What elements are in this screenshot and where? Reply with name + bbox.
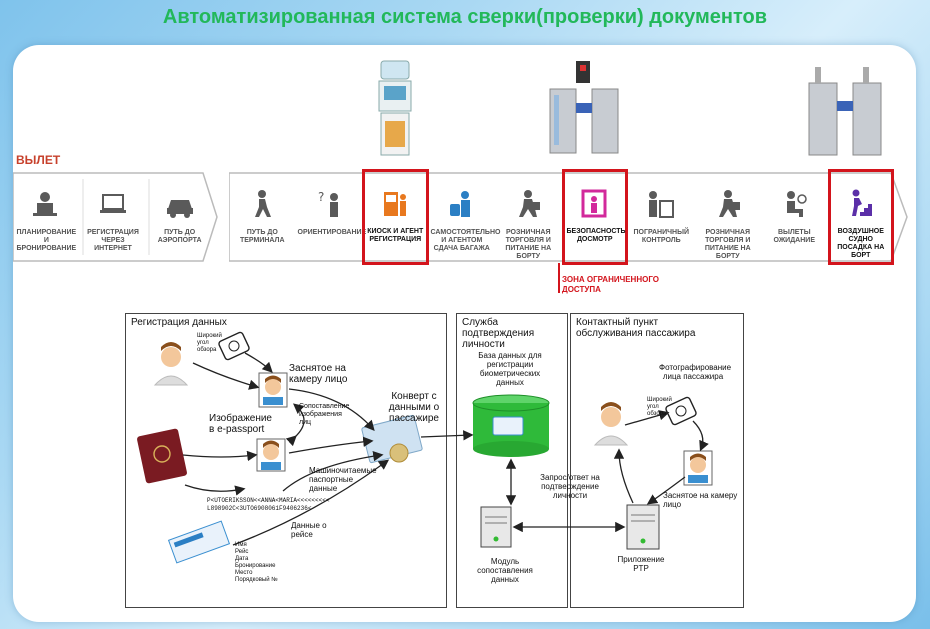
boarding-stairs-icon xyxy=(844,188,878,223)
passenger-avatar-1 xyxy=(149,339,191,386)
step-walking-person: ПУТЬ ДО ТЕРМИНАЛА xyxy=(229,173,296,261)
passenger-avatar-2 xyxy=(593,402,629,446)
machine-readable-label: Машиночитаемые паспортные данные xyxy=(309,466,377,493)
passport-face xyxy=(256,438,286,472)
matching-module-label: Модуль сопоставления данных xyxy=(477,557,533,584)
passport-image-label: Изображение в e-passport xyxy=(209,413,272,435)
person-at-desk-icon xyxy=(29,189,63,224)
contact-title: Контактный пункт обслуживания пассажира xyxy=(576,317,696,339)
mrz-line-2: L898902C<3UTO6908061F9406236< xyxy=(207,505,312,512)
request-label: Запрос/ответ на подтверждение личности xyxy=(540,473,600,500)
photo-passenger-label: Фотографирование лица пассажира xyxy=(659,363,732,381)
kiosk-photo xyxy=(378,60,412,156)
step-label: РОЗНИЧНАЯ ТОРГОВЛЯ И ПИТАНИЕ НА БОРТУ xyxy=(505,229,552,260)
steps-left-bg xyxy=(13,172,218,262)
diagram-graphics xyxy=(137,331,713,564)
database-label: База данных для регистрации биометрическ… xyxy=(478,351,542,387)
step-label: САМОСТОЯТЕЛЬНО И АГЕНТОМ СДАЧА БАГАЖА xyxy=(430,229,501,252)
step-person-at-desk: ПЛАНИРОВАНИЕ И БРОНИРОВАНИЕ xyxy=(13,173,80,261)
step-boarding-stairs: ВОЗДУШНОЕ СУДНО ПОСАДКА НА БОРТ xyxy=(827,169,894,265)
envelope-label: Конверт с данными о пассажире xyxy=(388,391,440,424)
slide-card: ВЫЛЕТ ПЛАНИРОВАНИЕ И БРОНИРОВАНИЕ РЕГИСТР… xyxy=(13,45,916,622)
step-kiosk: КИОСК И АГЕНТ РЕГИСТРАЦИЯ xyxy=(362,169,429,265)
step-question-person: ? ОРИЕНТИРОВАНИЕ xyxy=(296,173,367,261)
registration-title: Регистрация данных xyxy=(131,317,227,328)
step-label: КИОСК И АГЕНТ РЕГИСТРАЦИЯ xyxy=(367,228,424,243)
contact-panel xyxy=(570,313,744,608)
mrz-line-1: P<UTOERIKSSON<<ANNA<MARIA<<<<<<<<< xyxy=(207,497,330,504)
step-baggage: САМОСТОЯТЕЛЬНО И АГЕНТОМ СДАЧА БАГАЖА xyxy=(429,173,501,261)
passenger-envelope xyxy=(361,414,423,464)
flight-data-label: Данные о рейсе xyxy=(291,521,327,539)
shopping-icon xyxy=(711,189,745,224)
page-title: Автоматизированная система сверки(провер… xyxy=(162,6,768,28)
steps-left: ПЛАНИРОВАНИЕ И БРОНИРОВАНИЕ РЕГИСТРАЦИЯ Ч… xyxy=(13,173,213,261)
step-label: ОРИЕНТИРОВАНИЕ xyxy=(297,229,367,236)
ticket-field: Рейс xyxy=(235,549,249,555)
restricted-zone-label: ЗОНА ОГРАНИЧЕННОГО ДОСТУПА xyxy=(562,275,659,294)
captured-face-1 xyxy=(258,372,288,408)
camera-icon-1 xyxy=(218,331,250,361)
step-label: БЕЗОПАСНОСТЬ ДОСМОТР xyxy=(566,228,626,243)
kiosk-icon xyxy=(378,188,412,223)
photo-face-label-2: Заснятое на камеру лицо xyxy=(663,491,738,509)
step-label: ВЫЛЕТЫ ОЖИДАНИЕ xyxy=(773,229,815,244)
ticket-field: Имя xyxy=(235,542,247,548)
step-label: РЕГИСТРАЦИЯ ЧЕРЕЗ ИНТЕРНЕТ xyxy=(87,229,139,252)
ticket-field: Порядковый № xyxy=(235,577,278,583)
step-waiting-seat: ВЫЛЕТЫ ОЖИДАНИЕ xyxy=(761,173,828,261)
step-border-control: ПОГРАНИЧНЫЙ КОНТРОЛЬ xyxy=(628,173,695,261)
svg-text:?: ? xyxy=(318,190,324,204)
security-gate-icon xyxy=(578,188,612,223)
question-person-icon: ? xyxy=(312,189,346,224)
step-label: ПУТЬ ДО АЭРОПОРТА xyxy=(157,229,202,244)
captured-face-2 xyxy=(683,450,713,486)
laptop-icon xyxy=(96,189,130,224)
waiting-seat-icon xyxy=(777,189,811,224)
shopping-icon xyxy=(511,189,545,224)
departure-label: ВЫЛЕТ xyxy=(16,153,61,167)
passport-icon xyxy=(137,428,187,484)
photo-face-label: Заснятое на камеру лицо xyxy=(289,363,348,385)
steps-right-bg xyxy=(229,172,908,262)
boarding-pass xyxy=(167,520,231,564)
step-label: ПОГРАНИЧНЫЙ КОНТРОЛЬ xyxy=(633,229,690,244)
ticket-field: Место xyxy=(235,570,253,576)
step-label: РОЗНИЧНАЯ ТОРГОВЛЯ И ПИТАНИЕ НА БОРТУ xyxy=(704,229,751,260)
matching-server xyxy=(480,506,512,548)
car-icon xyxy=(163,189,197,224)
identity-title: Служба подтверждения личности xyxy=(462,317,535,350)
border-control-icon xyxy=(644,189,678,224)
step-shopping: РОЗНИЧНАЯ ТОРГОВЛЯ И ПИТАНИЕ НА БОРТУ xyxy=(495,173,562,261)
ptp-server xyxy=(626,504,660,550)
ticket-field: Дата xyxy=(235,556,249,562)
ptp-app-label: Приложение PTP xyxy=(617,555,665,573)
security-gate-photo xyxy=(549,61,619,154)
ticket-field: Бронирование xyxy=(235,563,276,569)
step-security-gate: БЕЗОПАСНОСТЬ ДОСМОТР xyxy=(561,169,628,265)
step-laptop: РЕГИСТРАЦИЯ ЧЕРЕЗ ИНТЕРНЕТ xyxy=(80,173,147,261)
step-car: ПУТЬ ДО АЭРОПОРТА xyxy=(146,173,213,261)
baggage-icon xyxy=(445,189,479,224)
step-shopping: РОЗНИЧНАЯ ТОРГОВЛЯ И ПИТАНИЕ НА БОРТУ xyxy=(695,173,762,261)
wide-angle-label-1: Широкий угол обзора xyxy=(197,333,222,353)
biometric-database xyxy=(472,394,550,457)
compare-faces-label: Сопоставление изображения лиц xyxy=(299,403,350,426)
walking-person-icon xyxy=(245,189,279,224)
boarding-gate-photo xyxy=(808,67,882,156)
zone-marker xyxy=(558,263,560,293)
step-label: ПЛАНИРОВАНИЕ И БРОНИРОВАНИЕ xyxy=(16,229,77,252)
camera-icon-2 xyxy=(665,396,697,426)
wide-angle-label-2: Широкий угол обзора xyxy=(647,397,672,417)
step-label: ПУТЬ ДО ТЕРМИНАЛА xyxy=(239,229,285,244)
step-label: ВОЗДУШНОЕ СУДНО ПОСАДКА НА БОРТ xyxy=(837,228,885,259)
